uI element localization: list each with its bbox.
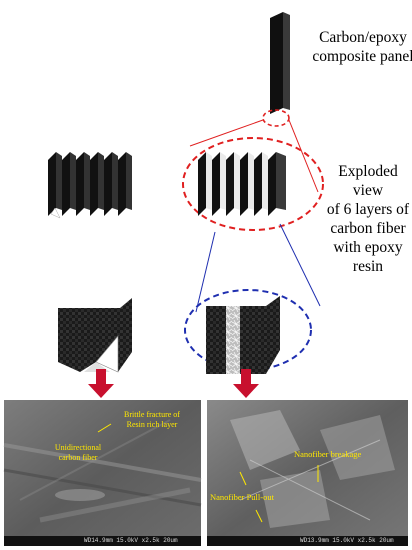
arrow-down-left: [88, 369, 114, 398]
panel-caption: Carbon/epoxy composite panel: [308, 28, 412, 66]
zoom-line-left-red: [189, 119, 264, 147]
composite-panel: [270, 12, 290, 114]
exploded-caption-line1: Exploded view: [338, 163, 398, 199]
arrow-down-right: [233, 369, 259, 398]
exploded-caption-line2: of 6 layers of: [326, 201, 410, 218]
sem-left-annotation-brittle: Brittle fracture of Resin rich layer: [112, 410, 192, 430]
laminate-with-nanofiber: [206, 296, 280, 374]
fiber-line2: carbon fiber: [58, 453, 98, 462]
sem-image-left: [3, 400, 202, 546]
zoom-line-right-blue: [279, 223, 321, 307]
brittle-line1: Brittle fracture of: [124, 410, 180, 419]
sem-left-annotation-fiber: Unidirectional carbon fiber: [48, 443, 108, 463]
fiber-line1: Unidirectional: [54, 443, 102, 452]
zoom-line-left-blue: [195, 231, 216, 313]
brittle-line2: Resin rich layer: [126, 420, 178, 429]
sem-right-databar: WD13.9mm 15.0kV x2.5k 20um: [300, 537, 394, 544]
panel-caption-line1: Carbon/epoxy: [319, 29, 407, 46]
sem-left-pointer: [97, 423, 112, 433]
exploded-caption-line4: with epoxy: [333, 239, 403, 256]
exploded-caption-line3: carbon fiber: [330, 220, 406, 237]
zoom-line-right-red: [288, 119, 319, 193]
left-laminate-block: [58, 298, 132, 373]
exploded-view-ellipse: [182, 137, 324, 231]
sem-left-databar: WD14.9mm 15.0kV x2.5k 20um: [84, 537, 178, 544]
sem-right-annotation-pullout: Nanofiber Pull-out: [210, 492, 274, 502]
exploded-layers-with-resin: [198, 152, 286, 216]
sem-image-right: [207, 400, 408, 546]
sem-right-annotation-breakage: Nanofiber breakage: [294, 449, 362, 459]
left-exploded-layers: [48, 152, 132, 219]
panel-zoom-ellipse: [262, 109, 290, 127]
panel-caption-line2: composite panel: [312, 48, 412, 65]
exploded-caption: Exploded view of 6 layers of carbon fibe…: [322, 162, 412, 276]
exploded-caption-line5: resin: [352, 258, 384, 275]
